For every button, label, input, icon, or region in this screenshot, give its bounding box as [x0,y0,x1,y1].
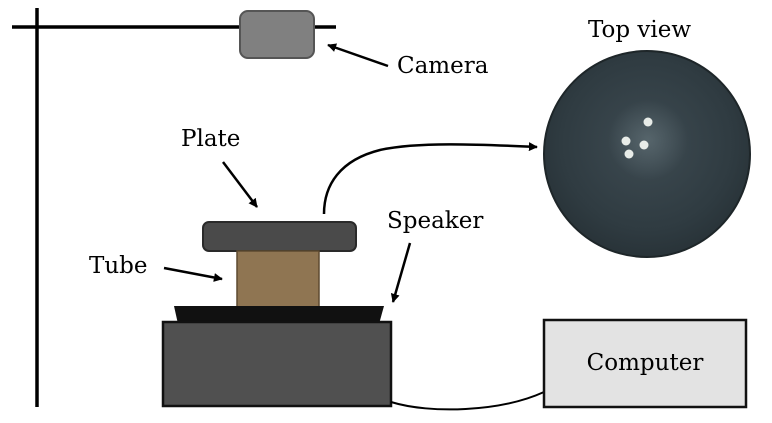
speaker-arrow [390,242,412,303]
speaker-computer-cable [390,391,545,411]
tube-arrow [163,266,223,282]
camera-body [239,10,315,59]
camera-arrow [327,43,389,68]
tube-label: Tube [89,253,148,279]
top-view-image [543,50,751,258]
particle [621,136,631,146]
particle [643,117,653,127]
computer-box [542,318,748,409]
tube [236,250,320,309]
plate [202,221,357,252]
particle [639,140,649,150]
plate-label: Plate [181,126,240,152]
computer-label: Computer [587,350,704,376]
speaker-label: Speaker [387,208,483,234]
top-view-glow [608,100,688,180]
camera-label: Camera [397,53,489,79]
speaker-box [161,320,393,408]
speaker-cone [174,306,384,324]
top-view-rim [543,50,751,258]
particle [624,149,634,159]
top-view-label: Top view [588,17,691,43]
plate-to-top-view-arrow [322,142,538,215]
plate-arrow [222,161,258,208]
